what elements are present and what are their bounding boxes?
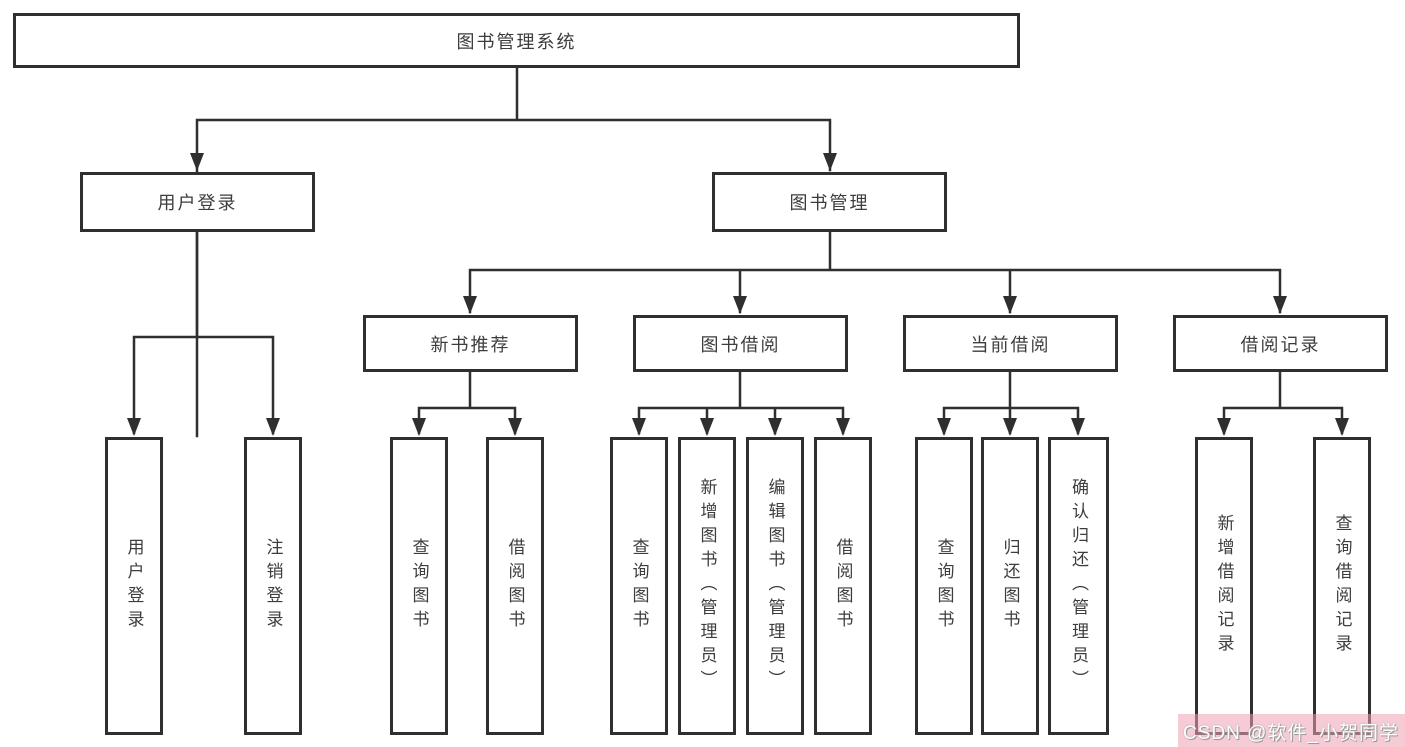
node-new-book-recommend: 新书推荐	[363, 315, 578, 372]
connector-root-to-level2	[195, 66, 832, 438]
leaf-logout: 注销登录	[244, 437, 302, 735]
connector-userlogin-to-leaves	[132, 230, 275, 435]
leaf-query-book-current-label: 查询图书	[934, 538, 954, 634]
connector-bookborrow-to-leaves	[637, 370, 845, 435]
node-borrow-record-label: 借阅记录	[1240, 334, 1321, 355]
leaf-add-borrow-record-label: 新增借阅记录	[1214, 514, 1234, 658]
leaf-confirm-return-admin-label: 确认归还（管理员）	[1069, 478, 1088, 694]
leaf-query-borrow-record: 查询借阅记录	[1313, 437, 1371, 735]
watermark-text: CSDN @软件_小贺同学	[1183, 723, 1399, 744]
leaf-add-book-admin-label: 新增图书（管理员）	[697, 478, 717, 694]
arrowheads	[127, 153, 1349, 436]
node-root: 图书管理系统	[13, 13, 1020, 68]
node-root-label: 图书管理系统	[456, 31, 577, 52]
leaf-query-book-current: 查询图书	[915, 437, 973, 735]
leaf-add-borrow-record: 新增借阅记录	[1195, 437, 1253, 735]
node-book-borrow-label: 图书借阅	[700, 334, 781, 355]
leaf-borrow-book-newbook-label: 借阅图书	[505, 538, 525, 634]
node-user-login: 用户登录	[80, 172, 315, 232]
leaf-borrow-book-newbook: 借阅图书	[486, 437, 544, 735]
connector-bookmgmt-to-level3	[468, 230, 1282, 314]
leaf-borrow-book-label: 借阅图书	[833, 538, 853, 634]
leaf-query-book-newbook: 查询图书	[390, 437, 448, 735]
leaf-add-book-admin: 新增图书（管理员）	[678, 437, 736, 735]
leaf-query-book-borrow: 查询图书	[610, 437, 668, 735]
node-borrow-record: 借阅记录	[1173, 315, 1388, 372]
watermark-band	[1178, 714, 1405, 747]
node-book-management: 图书管理	[712, 172, 947, 232]
leaf-logout-label: 注销登录	[263, 538, 283, 634]
leaf-user-login: 用户登录	[105, 437, 163, 735]
node-current-borrow: 当前借阅	[903, 315, 1118, 372]
leaf-query-borrow-record-label: 查询借阅记录	[1332, 514, 1352, 658]
node-new-book-recommend-label: 新书推荐	[430, 334, 511, 355]
leaf-confirm-return-admin: 确认归还（管理员）	[1048, 437, 1109, 735]
leaf-return-book: 归还图书	[981, 437, 1039, 735]
node-user-login-label: 用户登录	[157, 193, 238, 213]
leaf-return-book-label: 归还图书	[1000, 538, 1020, 634]
node-current-borrow-label: 当前借阅	[970, 334, 1051, 355]
leaf-user-login-label: 用户登录	[124, 538, 144, 634]
leaf-edit-book-admin-label: 编辑图书（管理员）	[765, 478, 785, 694]
node-book-borrow: 图书借阅	[633, 315, 848, 372]
leaf-borrow-book: 借阅图书	[814, 437, 872, 735]
node-book-management-label: 图书管理	[789, 193, 870, 213]
leaf-edit-book-admin: 编辑图书（管理员）	[746, 437, 804, 735]
connector-borrowrecord-to-leaves	[1222, 370, 1344, 435]
connector-newbook-to-leaves	[417, 370, 517, 435]
leaf-query-book-borrow-label: 查询图书	[629, 538, 649, 634]
leaf-query-book-newbook-label: 查询图书	[409, 538, 429, 634]
